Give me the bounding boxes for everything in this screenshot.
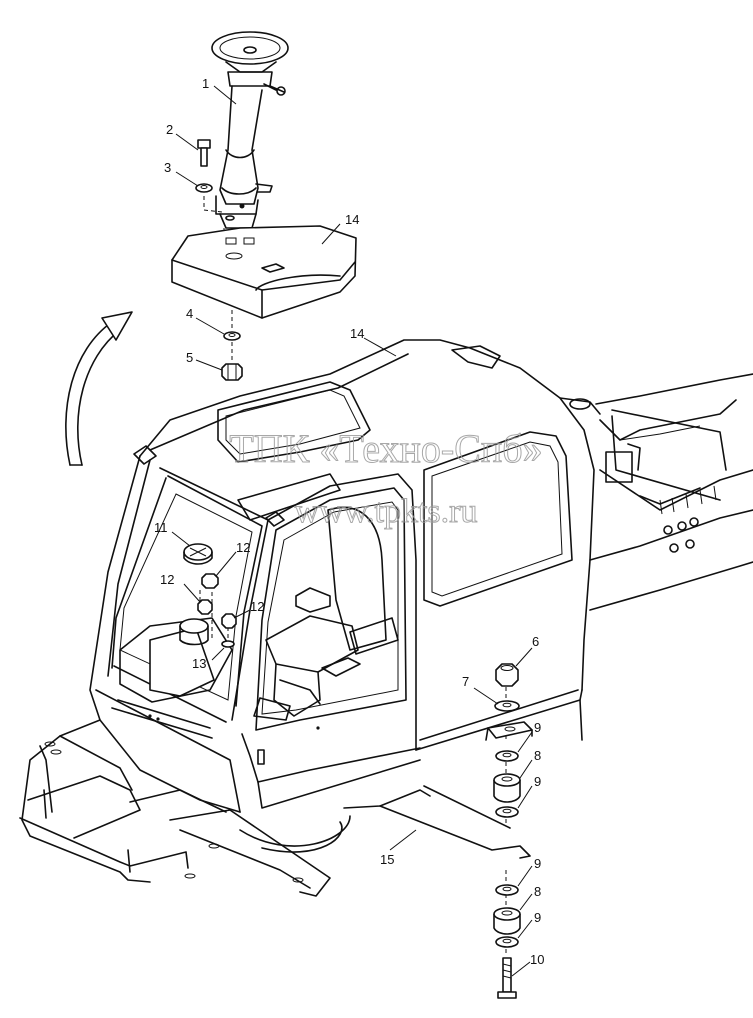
nut-part-12-upper — [201, 573, 219, 589]
bolt-part-2 — [197, 139, 211, 167]
callout-12-upper: 12 — [236, 540, 250, 555]
callout-2: 2 — [166, 122, 173, 137]
leader-lines — [171, 85, 533, 977]
washer-part-9-a — [495, 750, 519, 762]
nut-part-6 — [495, 663, 519, 687]
rubber-mount-part-8-a — [493, 773, 521, 803]
callout-8-b: 8 — [534, 884, 541, 899]
cap-part-11 — [183, 543, 213, 565]
callout-4: 4 — [186, 306, 193, 321]
mount-bracket — [485, 721, 533, 741]
washer-part-13 — [221, 640, 235, 648]
washer-part-9-b — [495, 806, 519, 818]
callout-12-left: 12 — [160, 572, 174, 587]
assembly-direction-arrow — [65, 311, 133, 466]
callout-3: 3 — [164, 160, 171, 175]
cab-roof-cover — [171, 225, 357, 319]
callout-1: 1 — [202, 76, 209, 91]
callout-9-c: 9 — [534, 856, 541, 871]
nut-part-12-left — [197, 599, 213, 615]
callout-5: 5 — [186, 350, 193, 365]
callout-15: 15 — [380, 852, 394, 867]
callout-8-a: 8 — [534, 748, 541, 763]
washer-part-9-c — [495, 884, 519, 896]
watermark-company: ТПК «Техно-Спб» — [229, 426, 542, 471]
nut-part-5 — [221, 363, 243, 381]
washer-part-3 — [195, 183, 213, 193]
rear-frame — [589, 373, 753, 611]
callout-labels: 1 2 3 14 4 5 14 11 12 12 12 13 6 7 9 8 9… — [154, 76, 544, 967]
callout-13: 13 — [192, 656, 206, 671]
callout-9-a: 9 — [534, 720, 541, 735]
callout-12-right: 12 — [250, 599, 264, 614]
callout-9-d: 9 — [534, 910, 541, 925]
callout-6: 6 — [532, 634, 539, 649]
callout-7: 7 — [462, 674, 469, 689]
callout-9-b: 9 — [534, 774, 541, 789]
callout-10: 10 — [530, 952, 544, 967]
washer-part-4 — [223, 331, 241, 341]
callout-14-lower: 14 — [350, 326, 364, 341]
callout-14-upper: 14 — [345, 212, 359, 227]
washer-part-7 — [494, 700, 520, 712]
frame-base — [19, 719, 531, 897]
bolt-part-10 — [497, 957, 517, 999]
nut-part-12-right — [221, 613, 237, 629]
watermark-url: www.tpkts.ru — [295, 493, 478, 530]
rubber-mount-part-8-b — [493, 907, 521, 935]
callout-11: 11 — [154, 520, 168, 535]
steering-column-assembly — [211, 31, 289, 229]
washer-part-9-d — [495, 936, 519, 948]
